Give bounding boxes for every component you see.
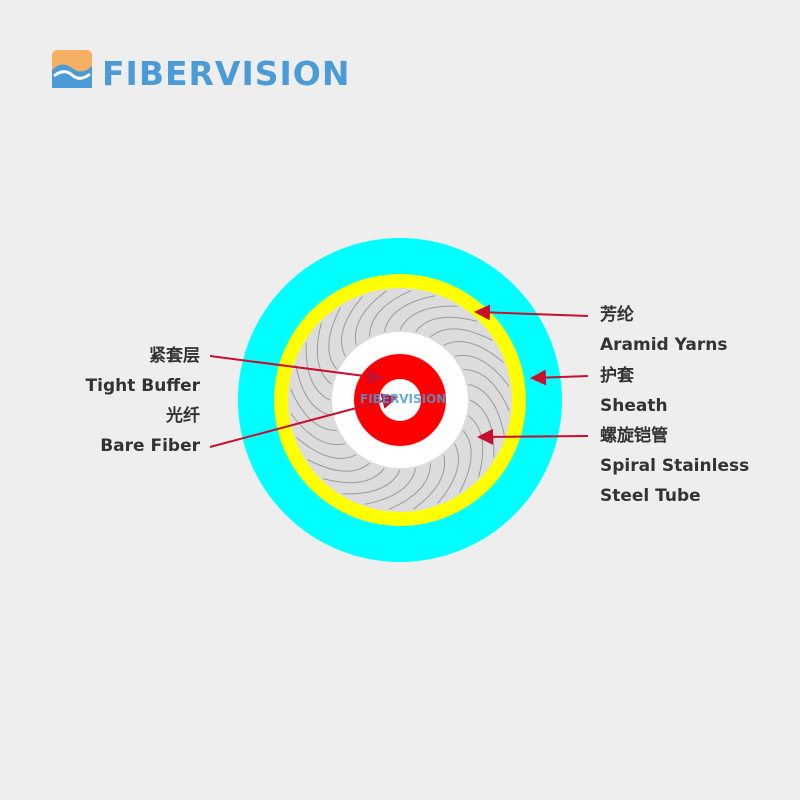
spiral-armor-line — [290, 413, 346, 446]
spiral-armor-line — [296, 437, 357, 459]
label-sheath-en: Sheath — [600, 396, 668, 416]
spiral-armor-line — [430, 328, 493, 341]
spiral-armor-line — [463, 369, 510, 412]
spiral-armor-line — [383, 295, 436, 332]
spiral-armor-line — [364, 468, 417, 505]
label-bare-fiber-en: Bare Fiber — [100, 436, 200, 456]
spiral-armor-line — [316, 322, 333, 385]
spiral-armor-line — [469, 399, 495, 458]
spiral-armor-line — [305, 342, 331, 401]
spiral-armor-line — [468, 383, 505, 436]
spiral-armor-line — [342, 469, 401, 495]
bare-fiber-core — [379, 379, 421, 421]
arrow-steel-tube — [477, 428, 589, 445]
spiral-armor-line — [388, 463, 431, 510]
label-aramid-en: Aramid Yarns — [600, 335, 728, 355]
spiral-armor-line — [399, 305, 458, 331]
spiral-armor-line — [341, 296, 363, 357]
spiral-armor-line — [369, 290, 412, 337]
label-aramid-zh: 芳纶 — [600, 305, 634, 325]
spiral-armor-line — [454, 354, 510, 387]
fibervision-logo: FIBERVISION — [50, 48, 370, 98]
label-bare-fiber-zh: 光纤 — [166, 406, 200, 426]
spiral-armor-line — [413, 454, 446, 510]
spiral-armor-line — [354, 290, 387, 346]
watermark-text: FIBERVISION — [360, 392, 447, 406]
label-sheath-zh: 护套 — [600, 366, 634, 386]
spiral-armor-line — [443, 341, 504, 363]
label-steel-tube-zh: 螺旋铠管 — [600, 426, 668, 446]
spiral-armor-line — [307, 459, 370, 472]
label-steel-tube-en-line2: Steel Tube — [600, 486, 701, 506]
spiral-armor-line — [415, 316, 478, 333]
spiral-armor-line — [295, 364, 332, 417]
label-tight-buffer-en: Tight Buffer — [85, 376, 200, 396]
arrow-tight-buffer — [209, 355, 384, 385]
arrow-bare-fiber — [209, 393, 398, 448]
arrow-sheath — [530, 369, 589, 386]
fibervision-logo-icon — [52, 50, 92, 88]
spiral-armor-line — [437, 443, 459, 504]
spiral-armor-line — [328, 307, 341, 370]
spiral-armor-line — [459, 430, 472, 493]
brand-wordmark: FIBERVISION — [102, 54, 351, 93]
arrow-aramid — [474, 304, 589, 321]
label-tight-buffer-zh: 紧套层 — [149, 346, 200, 366]
label-steel-tube-en: Spiral Stainless — [600, 456, 750, 476]
spiral-armor-line — [322, 467, 385, 484]
